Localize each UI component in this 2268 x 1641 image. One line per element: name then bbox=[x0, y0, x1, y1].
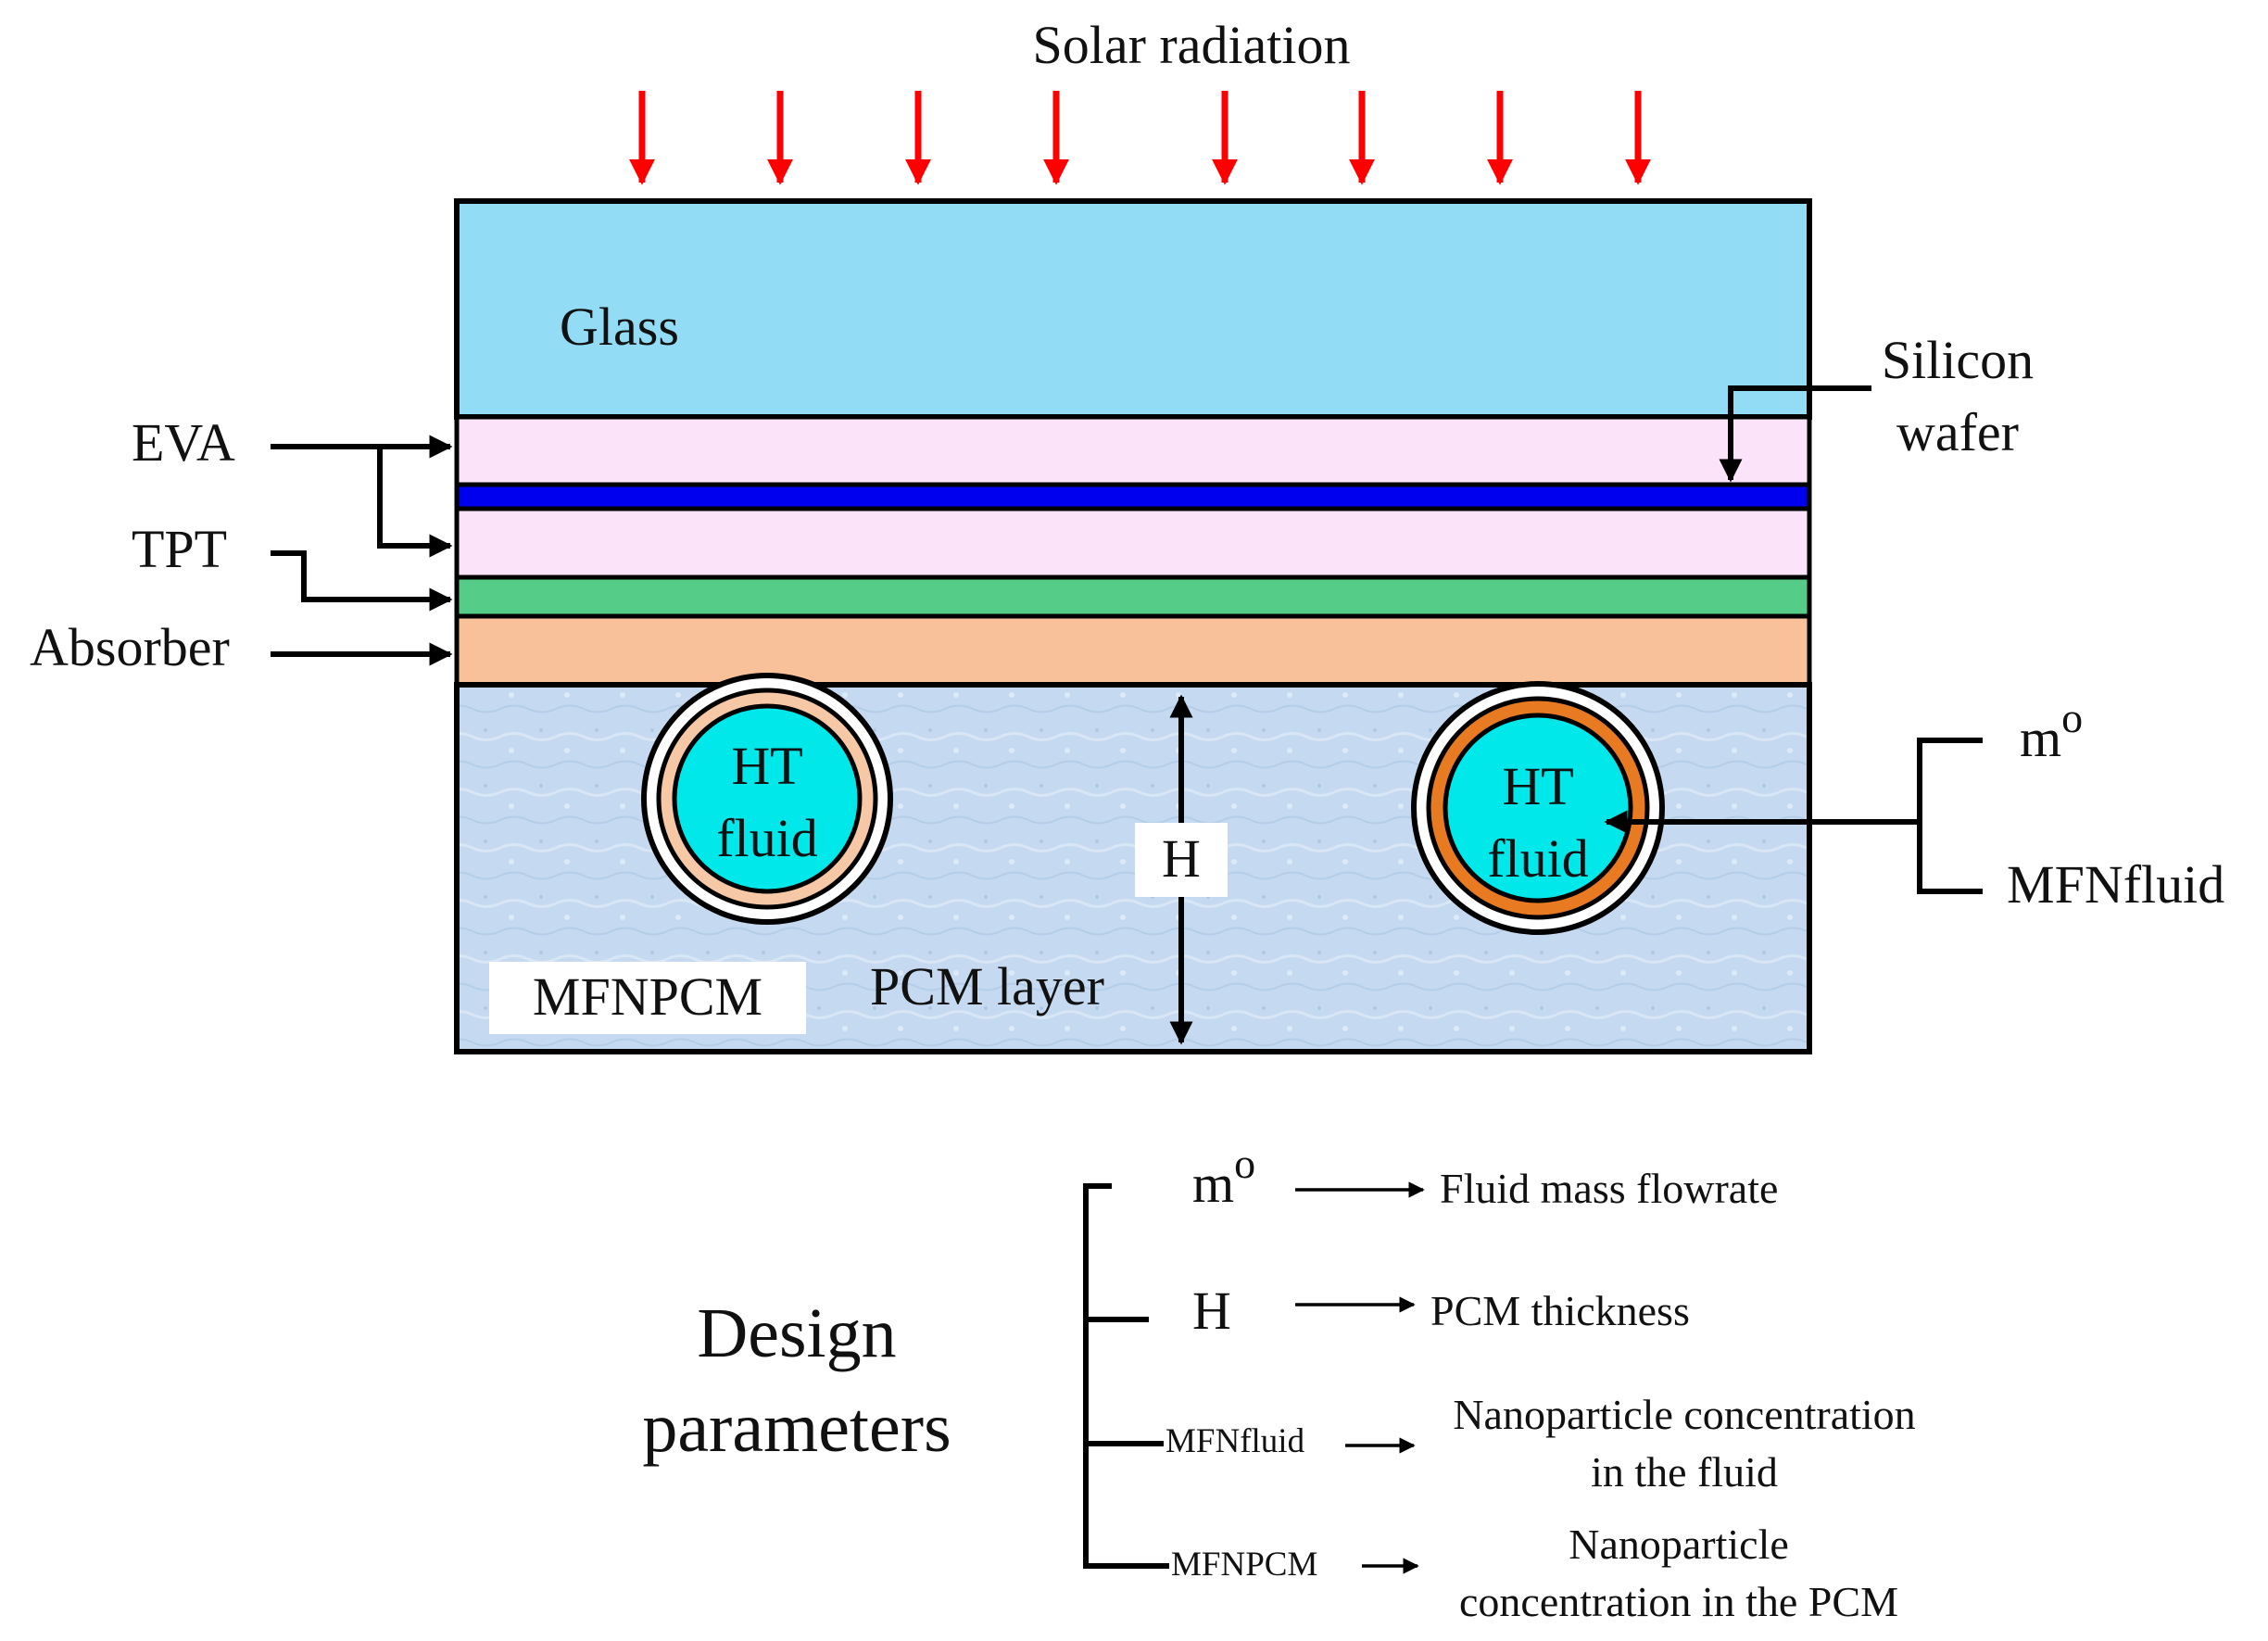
design-param-1: mo Fluid mass flowrate bbox=[1192, 1140, 1778, 1214]
eva-layer-top bbox=[454, 414, 1812, 487]
glass-layer bbox=[454, 198, 1812, 420]
silicon-label-line2: wafer bbox=[1896, 402, 2019, 462]
design-param-3-description-line2: in the fluid bbox=[1591, 1448, 1778, 1496]
tpt-label: TPT bbox=[132, 519, 227, 579]
input-mdot-label: mo bbox=[2020, 694, 2083, 768]
design-param-1-symbol: mo bbox=[1192, 1140, 1255, 1214]
design-param-4-symbol: MFNPCM bbox=[1171, 1546, 1317, 1584]
glass-label: Glass bbox=[560, 297, 679, 357]
mfnpcm-label-bg bbox=[489, 962, 806, 1034]
pcm-height-label: H bbox=[1162, 828, 1201, 889]
design-param-3-description-line1: Nanoparticle concentration bbox=[1453, 1391, 1915, 1438]
pipe-right: HT fluid bbox=[1411, 681, 1665, 935]
pipe-left-fluid bbox=[672, 703, 863, 894]
pipe-left: HT fluid bbox=[641, 673, 893, 925]
eva-pointer-arrow-bottom bbox=[377, 447, 453, 558]
silicon-label-line1: Silicon bbox=[1882, 330, 2034, 390]
design-param-2-symbol: H bbox=[1192, 1281, 1231, 1341]
pcm-height-label-bg bbox=[1135, 823, 1228, 897]
design-param-1-description: Fluid mass flowrate bbox=[1440, 1165, 1778, 1212]
eva-layer-bottom bbox=[454, 506, 1812, 580]
solar-radiation-arrows bbox=[629, 91, 1651, 185]
design-title-line2: parameters bbox=[642, 1389, 951, 1467]
design-bracket bbox=[1083, 1183, 1112, 1569]
tpt-pointer-arrow bbox=[271, 550, 453, 612]
design-param-3: MFNfluid Nanoparticle concentration in t… bbox=[1166, 1391, 1916, 1496]
pipe-left-label-line1: HT bbox=[731, 736, 802, 796]
design-param-3-symbol: MFNfluid bbox=[1166, 1422, 1305, 1460]
input-mfnfluid-label: MFNfluid bbox=[2007, 854, 2224, 915]
input-bracket bbox=[1917, 738, 1983, 894]
silicon-wafer-layer bbox=[454, 482, 1812, 511]
design-title-line1: Design bbox=[697, 1294, 896, 1372]
design-param-2-description: PCM thickness bbox=[1430, 1287, 1690, 1334]
design-param-4-description-line1: Nanoparticle bbox=[1569, 1521, 1789, 1568]
tpt-layer bbox=[454, 574, 1812, 619]
pcm-layer-label: PCM layer bbox=[870, 956, 1104, 1016]
pipe-right-fluid bbox=[1443, 713, 1633, 903]
pipe-right-label-line1: HT bbox=[1502, 756, 1573, 816]
solar-radiation-label: Solar radiation bbox=[1032, 15, 1350, 75]
eva-label: EVA bbox=[132, 412, 235, 473]
absorber-label: Absorber bbox=[30, 617, 230, 677]
pipe-left-label-line2: fluid bbox=[716, 808, 818, 868]
silicon-pointer-arrow bbox=[1719, 385, 1871, 483]
design-param-4: MFNPCM Nanoparticle concentration in the… bbox=[1171, 1521, 1898, 1625]
design-param-4-description-line2: concentration in the PCM bbox=[1459, 1578, 1898, 1625]
pipe-right-label-line2: fluid bbox=[1487, 828, 1589, 889]
absorber-layer bbox=[454, 613, 1812, 688]
mfnpcm-label: MFNPCM bbox=[533, 966, 762, 1027]
design-param-2: H PCM thickness bbox=[1192, 1281, 1690, 1341]
